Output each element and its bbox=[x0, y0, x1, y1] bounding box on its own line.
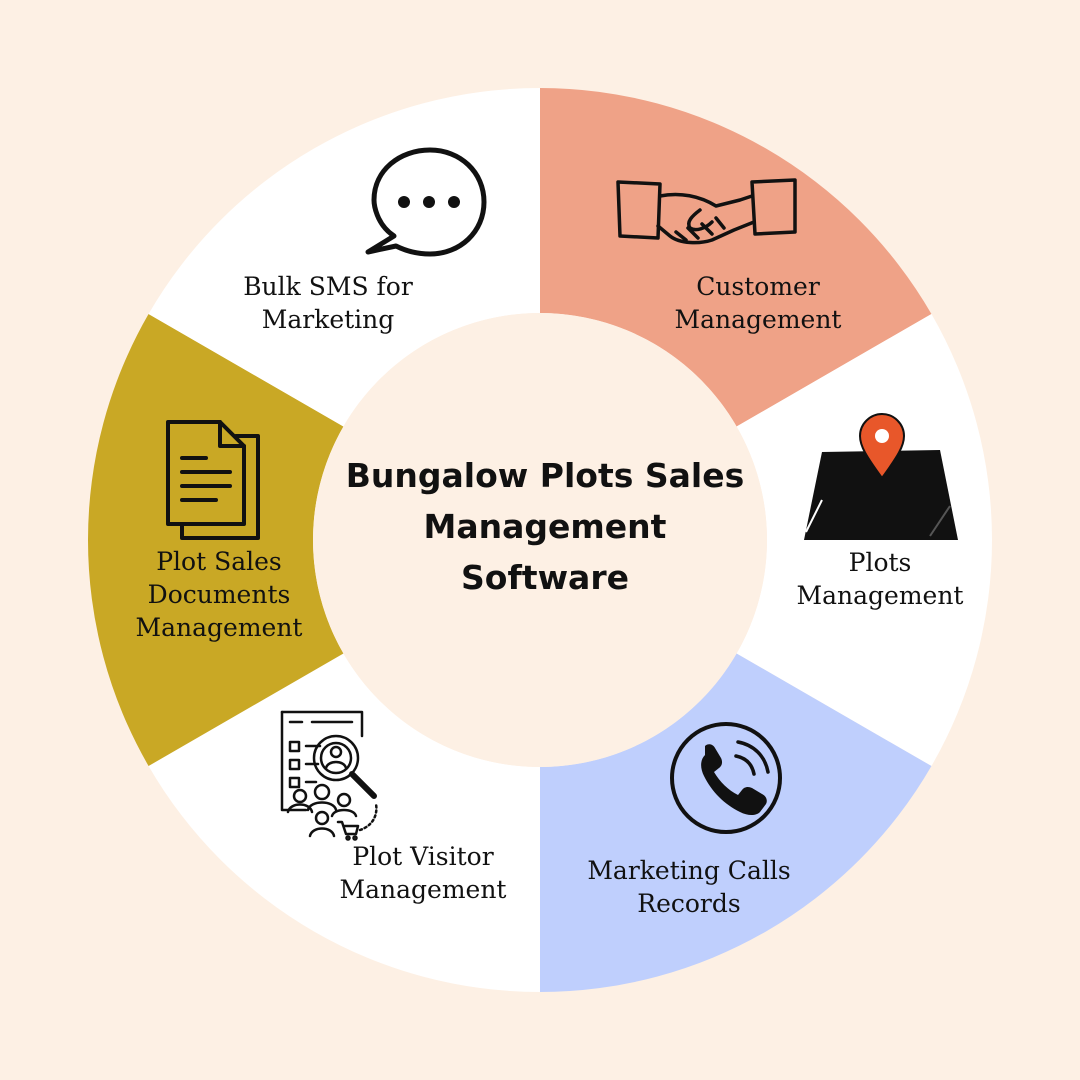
label-line: Management bbox=[339, 875, 507, 904]
label-line: Management bbox=[674, 305, 842, 334]
label-line: Plot Sales bbox=[156, 547, 282, 576]
plots-management-label: Plots Management bbox=[797, 546, 964, 612]
label-line: Marketing bbox=[261, 305, 395, 334]
center-title: Bungalow Plots Sales Management Software bbox=[340, 450, 750, 603]
label-line: Customer bbox=[696, 272, 820, 301]
center-circle bbox=[313, 313, 767, 767]
handshake-icon bbox=[616, 178, 797, 245]
map-pin-icon bbox=[804, 412, 958, 540]
label-line: Management bbox=[135, 613, 303, 642]
center-title-line: Bungalow Plots Sales bbox=[345, 456, 745, 495]
documents-icon bbox=[166, 420, 260, 540]
label-line: Plots bbox=[848, 548, 912, 577]
label-line: Management bbox=[796, 581, 964, 610]
marketing-calls-label: Marketing Calls Records bbox=[587, 854, 790, 920]
segment-calls bbox=[540, 653, 932, 992]
center-title-line: Software bbox=[461, 558, 629, 597]
segment-sms bbox=[148, 88, 540, 427]
bulk-sms-label: Bulk SMS for Marketing bbox=[243, 270, 413, 336]
plot-sales-documents-label: Plot Sales Documents Management bbox=[136, 545, 303, 644]
segment-visitor bbox=[148, 653, 540, 992]
customer-management-label: Customer Management bbox=[675, 270, 842, 336]
chat-bubble-icon bbox=[365, 147, 487, 257]
center-title-line: Management bbox=[423, 507, 667, 546]
label-line: Plot Visitor bbox=[352, 842, 494, 871]
label-line: Bulk SMS for bbox=[243, 272, 413, 301]
label-line: Records bbox=[637, 889, 741, 918]
plot-visitor-label: Plot Visitor Management bbox=[340, 840, 507, 906]
label-line: Documents bbox=[147, 580, 291, 609]
phone-call-icon bbox=[670, 722, 782, 834]
label-line: Marketing Calls bbox=[587, 856, 791, 885]
visitor-search-icon bbox=[280, 710, 378, 841]
segment-customer bbox=[540, 88, 932, 427]
